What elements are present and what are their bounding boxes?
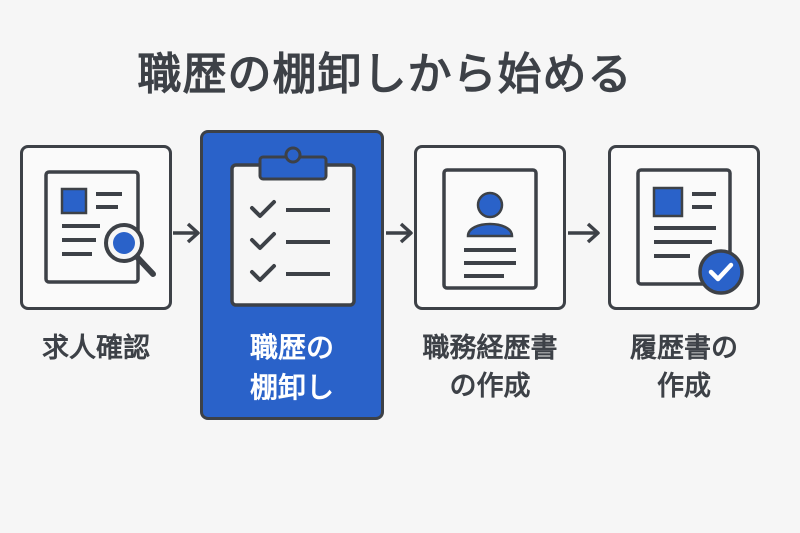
step-label-career-inventory: 職歴の 棚卸し [249, 331, 334, 404]
step-label-job-check: 求人確認 [42, 333, 150, 364]
page-title: 職歴の棚卸しから始める [137, 49, 633, 100]
step-label-resume: 履歴書の 作成 [630, 333, 738, 402]
step-label-work-history: 職務経歴書 の作成 [422, 333, 558, 402]
